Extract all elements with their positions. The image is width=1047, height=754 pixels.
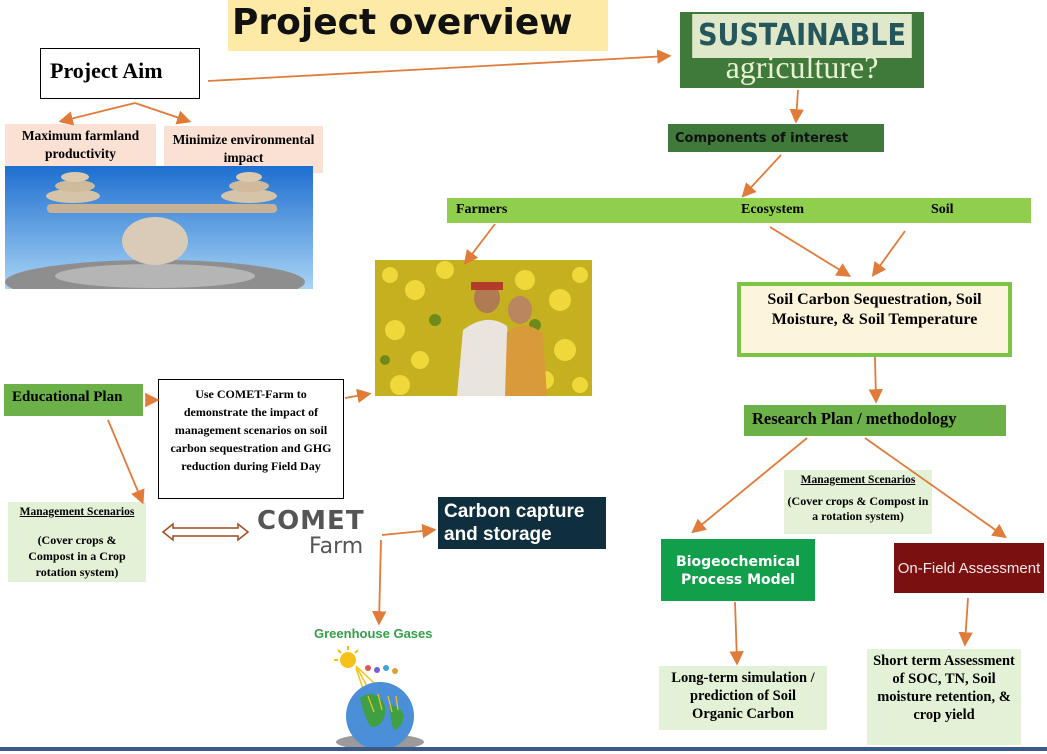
research-plan-label: Research Plan / methodology: [752, 409, 957, 428]
sustainable-agriculture-banner: SUSTAINABLE agriculture?: [680, 12, 924, 88]
greenhouse-gases-label: Greenhouse Gases: [314, 626, 433, 641]
short-term-assessment-box: Short term Assessment of SOC, TN, Soil m…: [867, 649, 1021, 745]
components-bar: Farmers Ecosystem Soil: [447, 198, 1031, 223]
carbon-capture-label: Carbon capture and storage: [444, 501, 585, 545]
aim-max-productivity-label: Maximum farmland productivity: [21, 128, 140, 161]
bar-soil: Soil: [931, 202, 954, 217]
biogeochemical-label: Biogeochemical Process Model: [676, 554, 800, 588]
long-term-label: Long-term simulation / prediction of Soi…: [671, 670, 815, 722]
page-title: Project overview: [228, 0, 608, 51]
carbon-capture-box: Carbon capture and storage: [438, 497, 606, 549]
comet-logo-line2: Farm: [309, 534, 364, 559]
left-mgmt-title: Management Scenarios: [19, 506, 135, 518]
soil-outcomes-box: Soil Carbon Sequestration, Soil Moisture…: [737, 282, 1012, 357]
agriculture-subheading: agriculture?: [725, 49, 879, 85]
long-term-simulation-box: Long-term simulation / prediction of Soi…: [659, 666, 827, 730]
sustainable-heading: SUSTAINABLE: [692, 14, 912, 58]
comet-description-label: Use COMET-Farm to demonstrate the impact…: [170, 387, 332, 473]
short-term-label: Short term Assessment of SOC, TN, Soil m…: [873, 653, 1015, 723]
bottom-border: [0, 747, 1047, 751]
aim-minimize-impact: Minimize environmental impact: [164, 126, 323, 173]
double-arrow-icon: [161, 522, 250, 542]
on-field-label: On-Field Assessment: [897, 560, 1041, 577]
aim-minimize-impact-label: Minimize environmental impact: [172, 132, 315, 165]
biogeochemical-model-box: Biogeochemical Process Model: [661, 539, 815, 601]
bar-ecosystem: Ecosystem: [741, 202, 804, 217]
components-label: Components of interest: [675, 131, 849, 146]
project-aim-box: Project Aim: [40, 48, 200, 99]
globe-icon: [330, 646, 430, 750]
left-mgmt-body: (Cover crops & Compost in a Crop rotatio…: [28, 533, 126, 579]
soil-outcomes-label: Soil Carbon Sequestration, Soil Moisture…: [741, 286, 1008, 353]
balance-stones-image: [5, 166, 313, 304]
comet-farm-logo: COMET Farm: [253, 506, 393, 564]
research-plan-box: Research Plan / methodology: [744, 405, 1006, 436]
components-box: Components of interest: [668, 124, 884, 152]
right-management-scenarios: Management Scenarios (Cover crops & Comp…: [784, 470, 932, 534]
left-management-scenarios: Management Scenarios (Cover crops & Comp…: [8, 502, 146, 582]
aim-max-productivity: Maximum farmland productivity: [5, 124, 156, 166]
comet-description-box: Use COMET-Farm to demonstrate the impact…: [158, 379, 344, 499]
educational-plan-box: Educational Plan: [4, 384, 143, 416]
on-field-assessment-box: On-Field Assessment: [894, 543, 1044, 593]
bar-farmers: Farmers: [456, 202, 508, 217]
farmers-photo: [375, 260, 592, 396]
right-mgmt-body: (Cover crops & Compost in a rotation sys…: [787, 494, 929, 523]
comet-logo-line1: COMET: [257, 506, 365, 536]
educational-plan-label: Educational Plan: [12, 389, 123, 405]
right-mgmt-title: Management Scenarios: [800, 474, 916, 486]
